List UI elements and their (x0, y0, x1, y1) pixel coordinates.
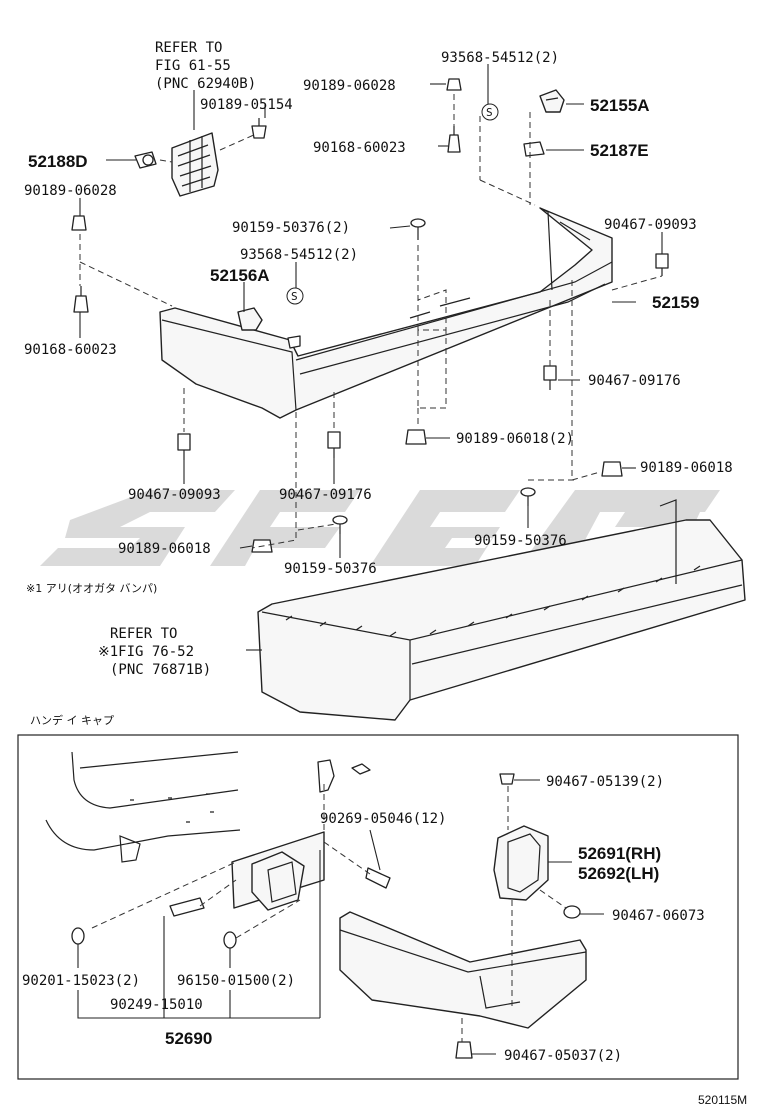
screw-90269-05046 (365, 867, 391, 889)
clip-90189-06018-right (601, 461, 623, 477)
part-label-90189-06018-2: 90189-06018(2) (456, 431, 574, 447)
tow-bracket-assembly (71, 831, 325, 949)
part-label-52691-rh: 52691(RH) (578, 844, 661, 863)
part-label-90249-15010: 90249-15010 (110, 997, 203, 1013)
part-label-90159-50376-right: 90159-50376 (474, 533, 567, 549)
sealer-symbol-text-mid: S (291, 290, 298, 303)
clip-52187E (523, 141, 545, 157)
part-label-90467-09093-right: 90467-09093 (604, 217, 697, 233)
part-label-90467-05037: 90467-05037(2) (504, 1048, 622, 1064)
retainer-52156A (237, 307, 263, 331)
part-label-90189-05154: 90189-05154 (200, 97, 293, 113)
handy-cap-52691-52692 (493, 825, 549, 901)
part-label-93568-54512-top: 93568-54512(2) (441, 50, 559, 66)
part-label-90168-60023-left: 90168-60023 (24, 342, 117, 358)
sealer-symbol-mid (286, 287, 304, 305)
retainer-52155A (539, 89, 565, 113)
support-bracket-small (317, 759, 371, 793)
body-panel-outline (45, 751, 241, 863)
part-label-52155A: 52155A (590, 96, 650, 115)
sealer-symbol-top (481, 103, 499, 121)
refer-fig-76-52-line2: ※1FIG 76-52 (98, 644, 194, 660)
clip-90467-06073 (563, 905, 581, 919)
part-label-90467-09176-mid: 90467-09176 (279, 487, 372, 503)
part-label-52692-lh: 52692(LH) (578, 864, 659, 883)
handy-cap-section-box (17, 734, 739, 1080)
clip-52188D (134, 151, 157, 169)
section-title-handy-cap: ハンデ イ キャプ (30, 713, 114, 727)
clip-90189-05154 (251, 118, 267, 139)
part-label-90467-09093-left: 90467-09093 (128, 487, 221, 503)
diagram-id: 520115M (698, 1093, 747, 1107)
part-label-52156A: 52156A (210, 266, 270, 285)
bolt-90168-60023-left (73, 286, 89, 313)
part-label-90201-15023: 90201-15023(2) (22, 973, 140, 989)
part-label-52159: 52159 (652, 293, 699, 312)
part-label-93568-54512-mid: 93568-54512(2) (240, 247, 358, 263)
part-label-90189-06028-top: 90189-06028 (303, 78, 396, 94)
part-label-90467-09176-right: 90467-09176 (588, 373, 681, 389)
part-label-90189-06018-right: 90189-06018 (640, 460, 733, 476)
refer-fig-61-55-line3: (PNC 62940B) (155, 76, 256, 92)
refer-fig-76-52-line3: (PNC 76871B) (110, 662, 211, 678)
part-label-90168-60023-top: 90168-60023 (313, 140, 406, 156)
part-label-52187E: 52187E (590, 141, 649, 160)
lower-bumper-section (339, 911, 587, 1029)
part-label-90159-50376-2: 90159-50376(2) (232, 220, 350, 236)
sealer-symbol-text-top: S (486, 106, 493, 119)
screw-90159-50376-lower (332, 515, 348, 534)
part-label-90189-06028-left: 90189-06028 (24, 183, 117, 199)
nut-90467-09176-mid (327, 431, 341, 458)
part-label-90269-05046: 90269-05046(12) (320, 811, 446, 827)
part-label-96150-01500: 96150-01500(2) (177, 973, 295, 989)
clip-90189-06028-top (446, 78, 462, 91)
clip-90189-06028-left (71, 215, 87, 231)
screw-90159-50376-right (520, 487, 536, 506)
clip-90467-05139 (499, 773, 515, 785)
nut-90467-09093-right (655, 253, 669, 276)
clip-90467-05037 (455, 1041, 473, 1059)
refer-fig-76-52-line1: REFER TO (110, 626, 177, 642)
nut-90467-09093-left (177, 433, 191, 460)
part-label-52188D: 52188D (28, 152, 88, 171)
part-label-90467-06073: 90467-06073 (612, 908, 705, 924)
optional-large-rear-bumper (257, 499, 746, 721)
rear-bumper-cover-52159 (159, 207, 613, 419)
clip-90189-06018-pair (405, 429, 427, 445)
bolt-90168-60023-top (447, 126, 461, 153)
screw-90159-50376-upper (410, 218, 426, 240)
refer-fig-61-55-line1: REFER TO (155, 40, 222, 56)
part-label-90159-50376-lower: 90159-50376 (284, 561, 377, 577)
part-label-90467-05139: 90467-05139(2) (546, 774, 664, 790)
part-label-52690: 52690 (165, 1029, 212, 1048)
side-vent-grille (171, 132, 219, 197)
note-rear-spoiler: ※1 アリ(オオガタ バンパ) (26, 582, 157, 595)
nut-90467-09176-right (543, 365, 557, 390)
refer-fig-61-55-line2: FIG 61-55 (155, 58, 231, 74)
part-label-90189-06018-lower: 90189-06018 (118, 541, 211, 557)
